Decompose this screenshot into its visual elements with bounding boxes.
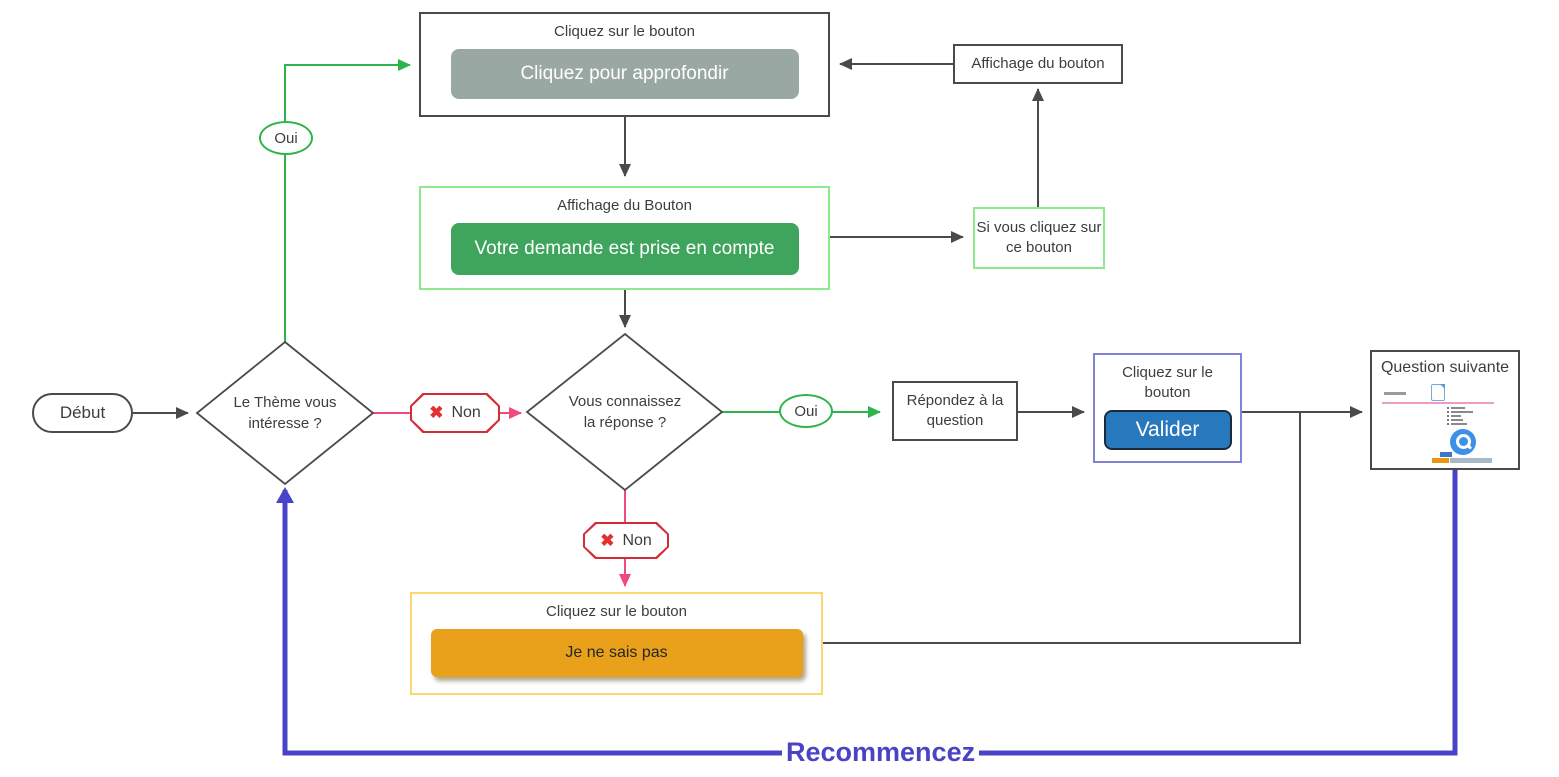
thumbnail-text-bar — [1384, 392, 1406, 395]
question-suivante-box: Question suivante — [1370, 350, 1520, 470]
oui-oval-2: Oui — [779, 394, 833, 428]
question-thumbnail — [1372, 377, 1518, 465]
jenesaispas-container: Cliquez sur le bouton Je ne sais pas — [410, 592, 823, 695]
diamond-theme-shape — [195, 340, 375, 486]
non-2-label: Non — [622, 531, 652, 549]
valider-box-title: Cliquez sur le bouton — [1122, 364, 1213, 402]
non-badge-1: ✖ Non — [410, 393, 500, 433]
thumbnail-option-row — [1447, 407, 1465, 409]
edge-oui-to-topbox — [284, 59, 411, 342]
thumbnail-orange-bar — [1432, 458, 1449, 463]
jenesaispas-title: Cliquez sur le bouton — [546, 603, 687, 620]
non-badge-2-inner: ✖ Non — [585, 524, 667, 557]
oui-1-label: Oui — [274, 129, 298, 147]
topbox-cliquez: Cliquez sur le bouton Cliquez pour appro… — [419, 12, 830, 117]
x-icon: ✖ — [429, 403, 444, 422]
oui-oval-1: Oui — [259, 121, 313, 155]
demande-button[interactable]: Votre demande est prise en compte — [450, 223, 799, 275]
magnifier-icon — [1450, 429, 1476, 455]
question-suivante-title: Question suivante — [1380, 359, 1510, 376]
affichage-bouton-label: Affichage du bouton — [971, 54, 1105, 72]
approfondir-button[interactable]: Cliquez pour approfondir — [450, 49, 799, 99]
jenesaispas-button[interactable]: Je ne sais pas — [430, 629, 803, 677]
repondez-label: Répondez à la question — [906, 391, 1004, 429]
repondez-box: Répondez à la question — [892, 381, 1018, 441]
x-icon: ✖ — [600, 530, 615, 550]
diamond-reponse-shape — [525, 332, 724, 492]
oui-2-label: Oui — [794, 402, 818, 420]
valider-container: Cliquez sur le bouton Valider — [1093, 353, 1242, 463]
debut-node: Début — [32, 393, 133, 433]
non-1-label: Non — [451, 404, 481, 421]
thumbnail-option-row — [1447, 419, 1463, 421]
recommencez-label: Recommencez — [782, 737, 980, 768]
thumbnail-blue-chip — [1440, 452, 1452, 457]
valider-button[interactable]: Valider — [1103, 409, 1232, 450]
si-vous-cliquez-label: Si vous cliquez sur ce bouton — [976, 218, 1102, 256]
topbox-title: Cliquez sur le bouton — [554, 23, 695, 40]
diamond-reponse-label: Vous connaissez la réponse ? — [568, 393, 682, 431]
si-vous-cliquez-box: Si vous cliquez sur ce bouton — [973, 207, 1105, 269]
thumbnail-option-row — [1447, 423, 1467, 425]
thumbnail-divider — [1382, 402, 1494, 404]
thumbnail-gray-bar — [1450, 458, 1492, 463]
debut-label: Début — [59, 403, 106, 422]
greenbox-title: Affichage du Bouton — [557, 197, 692, 214]
thumbnail-option-row — [1447, 411, 1473, 413]
affichage-bouton-box: Affichage du bouton — [953, 44, 1123, 84]
edge-jenesaispas-to-question — [823, 413, 1301, 644]
thumbnail-option-row — [1447, 415, 1461, 417]
greenbox-affichage: Affichage du Bouton Votre demande est pr… — [419, 186, 830, 290]
non-badge-1-inner: ✖ Non — [412, 395, 498, 431]
non-badge-2: ✖ Non — [583, 522, 669, 559]
diamond-theme-label: Le Thème vous intéresse ? — [233, 394, 337, 432]
document-icon — [1431, 384, 1445, 401]
